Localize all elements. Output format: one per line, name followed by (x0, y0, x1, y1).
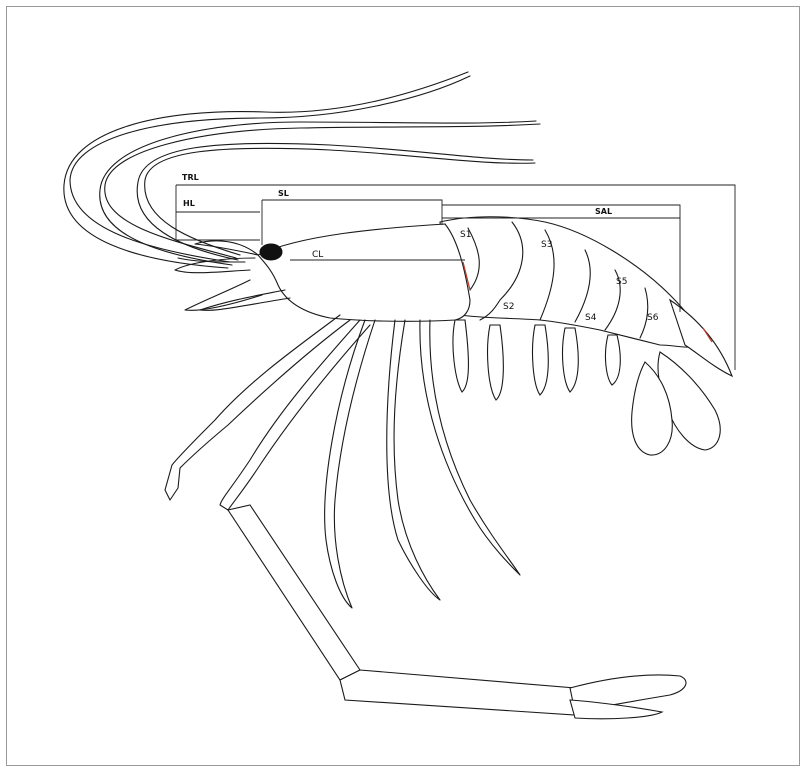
pleopods (453, 320, 620, 400)
label-s3: S3 (541, 240, 552, 250)
label-s1: S1 (460, 230, 471, 240)
label-s4: S4 (585, 313, 597, 323)
label-s6: S6 (647, 313, 659, 323)
eye (260, 244, 282, 260)
label-sal: SAL (595, 207, 612, 216)
label-trl: TRL (182, 173, 199, 182)
label-hl: HL (183, 199, 195, 208)
label-sl: SL (278, 189, 289, 198)
antennular-peduncle (175, 258, 262, 310)
label-s2: S2 (503, 302, 514, 312)
carapace (258, 224, 470, 321)
label-s5: S5 (616, 277, 627, 287)
cheliped (228, 505, 686, 719)
label-cl: CL (312, 250, 323, 260)
